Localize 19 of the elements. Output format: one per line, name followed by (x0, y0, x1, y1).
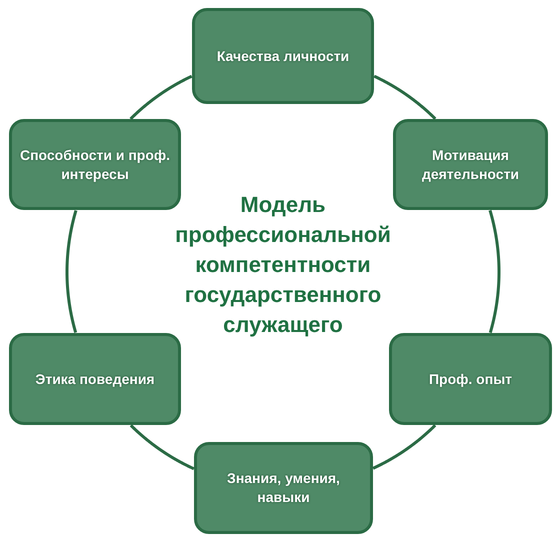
connector-arc (130, 424, 195, 470)
node-label: Знания, умения, навыки (226, 469, 341, 507)
connector-arc (372, 424, 436, 470)
connector-arc (488, 209, 500, 334)
rounded-box (389, 333, 552, 425)
node-label: Способности и проф. интересы (18, 146, 172, 184)
node-label: Этика поведения (35, 370, 155, 388)
connector-arc (373, 74, 436, 120)
connector-arc (66, 210, 78, 334)
rounded-box (393, 119, 548, 210)
rounded-box (194, 442, 373, 534)
rounded-box (9, 119, 181, 210)
node-label: Мотивация деятельности (420, 146, 520, 184)
node-label: Проф. опыт (428, 370, 512, 388)
rounded-box (192, 8, 374, 104)
diagram-title: Модель профессиональной компетентности государственного служащего (174, 191, 392, 339)
node-label: Качества личности (216, 46, 350, 66)
connector-arc (130, 74, 193, 120)
rounded-box (9, 333, 181, 425)
